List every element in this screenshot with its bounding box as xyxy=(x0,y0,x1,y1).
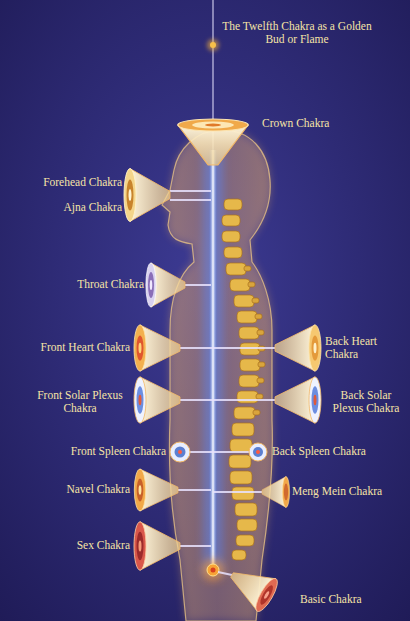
chakra-label: Throat Chakra xyxy=(8,278,144,291)
chakra-label: Forehead Chakra xyxy=(8,176,122,189)
sex-chakra-cone xyxy=(134,522,180,570)
chakra-label: Meng Mein Chakra xyxy=(292,485,406,498)
chakra-label: Basic Chakra xyxy=(300,593,404,606)
basic-chakra-ball xyxy=(202,559,224,581)
chakra-label: Crown Chakra xyxy=(262,117,382,130)
spine xyxy=(222,199,265,560)
front-heart-chakra-cone xyxy=(134,325,180,371)
meng-mein-chakra-cone xyxy=(262,477,290,508)
chakra-label: Front Solar Plexus Chakra xyxy=(30,389,130,415)
chakra-label: Back Spleen Chakra xyxy=(272,445,406,458)
central-beam xyxy=(203,150,223,575)
forehead-chakra-cone xyxy=(124,169,170,222)
chakra-label: Ajna Chakra xyxy=(8,201,122,214)
crown-chakra-cone xyxy=(178,119,248,165)
back-heart-chakra-cone xyxy=(275,325,321,371)
chakra-stems xyxy=(170,191,275,546)
chakra-label: Navel Chakra xyxy=(8,483,130,496)
chakra-label: Sex Chakra xyxy=(8,539,130,552)
navel-chakra-cone xyxy=(134,469,178,511)
basic-chakra-cone xyxy=(223,559,282,614)
front-spleen-disc xyxy=(170,442,190,462)
basic-stem xyxy=(218,572,232,575)
throat-chakra-cone xyxy=(146,263,185,307)
chakra-label: The Twelfth Chakra as a Golden Bud or Fl… xyxy=(222,20,372,46)
chakra-label: Back Heart Chakra xyxy=(325,335,407,361)
back-solar-plexus-cone xyxy=(275,377,321,423)
chakra-label: Back Solar Plexus Chakra xyxy=(325,389,407,415)
twelfth-chakra-bud xyxy=(207,39,219,51)
chakra-label: Front Heart Chakra xyxy=(4,341,130,354)
back-spleen-disc xyxy=(249,443,267,461)
front-solar-plexus-cone xyxy=(134,377,180,423)
chakra-label: Front Spleen Chakra xyxy=(8,445,166,458)
